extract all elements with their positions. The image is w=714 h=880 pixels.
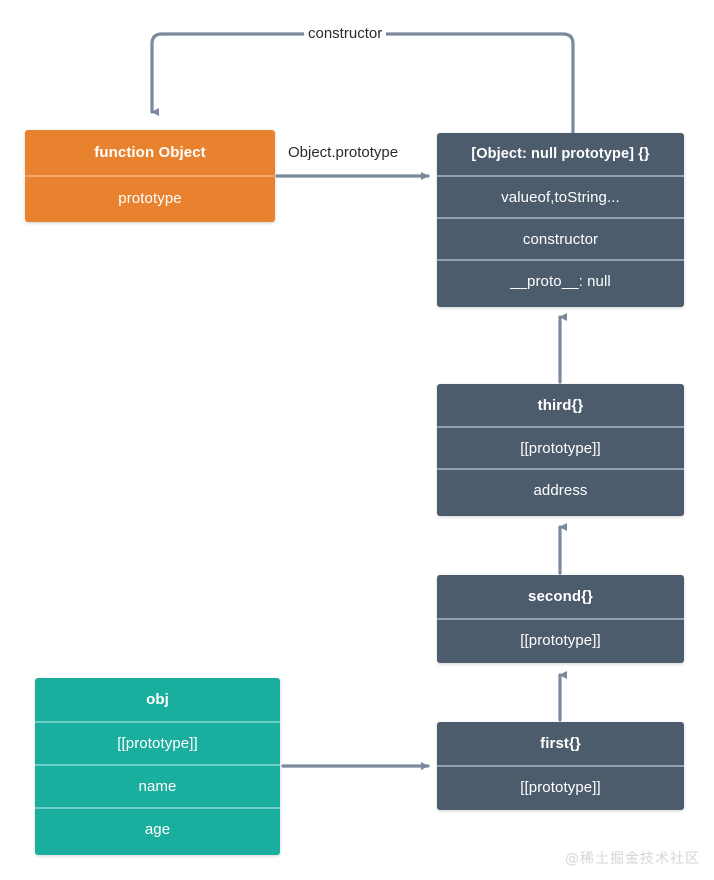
- node-object-null-prototype-row-methods: valueof,toString...: [437, 175, 684, 217]
- watermark-text: @稀土掘金技术社区: [565, 851, 700, 867]
- node-second-row-prototype: [[prototype]]: [437, 618, 684, 661]
- node-function-object[interactable]: function Object prototype: [25, 130, 275, 222]
- node-second-header: second{}: [528, 588, 593, 605]
- edge-label-constructor: constructor: [304, 25, 387, 42]
- node-obj-header: obj: [146, 691, 169, 708]
- node-second[interactable]: second{} [[prototype]]: [437, 575, 684, 663]
- node-function-object-header: function Object: [94, 144, 206, 161]
- edge-label-object-prototype: Object.prototype: [284, 144, 403, 161]
- node-obj-row-age: age: [35, 807, 280, 850]
- node-obj-row-prototype: [[prototype]]: [35, 721, 280, 764]
- node-third[interactable]: third{} [[prototype]] address: [437, 384, 684, 516]
- node-object-null-prototype-header: [Object: null prototype] {}: [471, 146, 650, 162]
- node-third-header: third{}: [537, 396, 584, 414]
- node-obj-row-name: name: [35, 764, 280, 807]
- node-first[interactable]: first{} [[prototype]]: [437, 722, 684, 810]
- node-object-null-prototype-row-constructor: constructor: [437, 217, 684, 259]
- node-obj[interactable]: obj [[prototype]] name age: [35, 678, 280, 855]
- node-third-row-prototype: [[prototype]]: [437, 426, 684, 468]
- node-third-row-address: address: [437, 468, 684, 510]
- node-first-row-prototype: [[prototype]]: [437, 765, 684, 808]
- node-object-null-prototype-row-proto: __proto__: null: [437, 259, 684, 301]
- node-object-null-prototype[interactable]: [Object: null prototype] {} valueof,toSt…: [437, 133, 684, 307]
- edge-constructor-arrow: [150, 32, 575, 135]
- node-function-object-row-prototype: prototype: [25, 175, 275, 220]
- node-first-header: first{}: [540, 735, 581, 752]
